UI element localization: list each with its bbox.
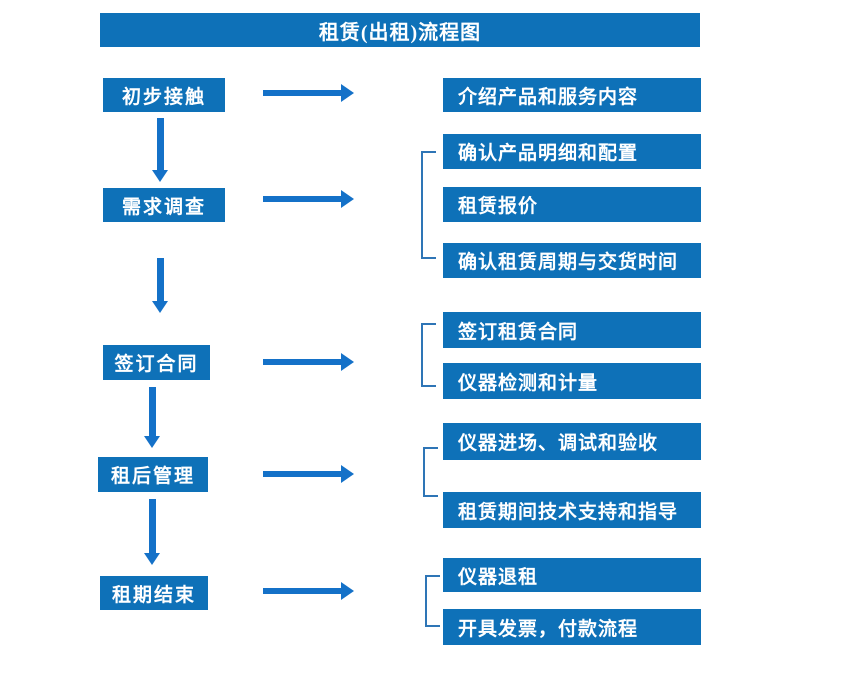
group-bracket-rental-end (425, 575, 440, 627)
step-box-initial-contact: 初步接触 (103, 78, 225, 112)
detail-box-confirm-details-config: 确认产品明细和配置 (443, 134, 701, 169)
detail-box-instrument-return: 仪器退租 (443, 558, 701, 592)
group-bracket-post-rental (423, 447, 438, 497)
down-arrow-1 (152, 118, 168, 182)
detail-box-confirm-period-delivery: 确认租赁周期与交货时间 (443, 243, 701, 278)
detail-box-invoice-payment: 开具发票，付款流程 (443, 609, 701, 645)
detail-box-instrument-inspection: 仪器检测和计量 (443, 363, 701, 399)
down-arrow-4 (144, 499, 160, 565)
detail-box-technical-support: 租赁期间技术支持和指导 (443, 492, 701, 528)
right-arrow-2 (263, 190, 354, 208)
detail-box-introduce-products: 介绍产品和服务内容 (443, 78, 701, 112)
down-arrow-2 (152, 258, 168, 313)
group-bracket-sign-contract (421, 323, 436, 387)
step-box-post-rental-management: 租后管理 (98, 457, 208, 492)
flowchart-title: 租赁(出租)流程图 (100, 13, 700, 47)
right-arrow-3 (263, 353, 354, 371)
step-box-rental-end: 租期结束 (100, 576, 208, 610)
step-box-sign-contract: 签订合同 (103, 345, 210, 380)
step-box-demand-survey: 需求调查 (103, 188, 225, 222)
right-arrow-5 (263, 582, 354, 600)
detail-box-rental-quotation: 租赁报价 (443, 187, 701, 222)
down-arrow-3 (144, 387, 160, 448)
detail-box-instrument-setup-acceptance: 仪器进场、调试和验收 (443, 423, 701, 460)
group-bracket-demand-survey (421, 151, 436, 259)
detail-box-sign-rental-contract: 签订租赁合同 (443, 312, 701, 348)
right-arrow-1 (263, 84, 354, 102)
right-arrow-4 (263, 465, 354, 483)
